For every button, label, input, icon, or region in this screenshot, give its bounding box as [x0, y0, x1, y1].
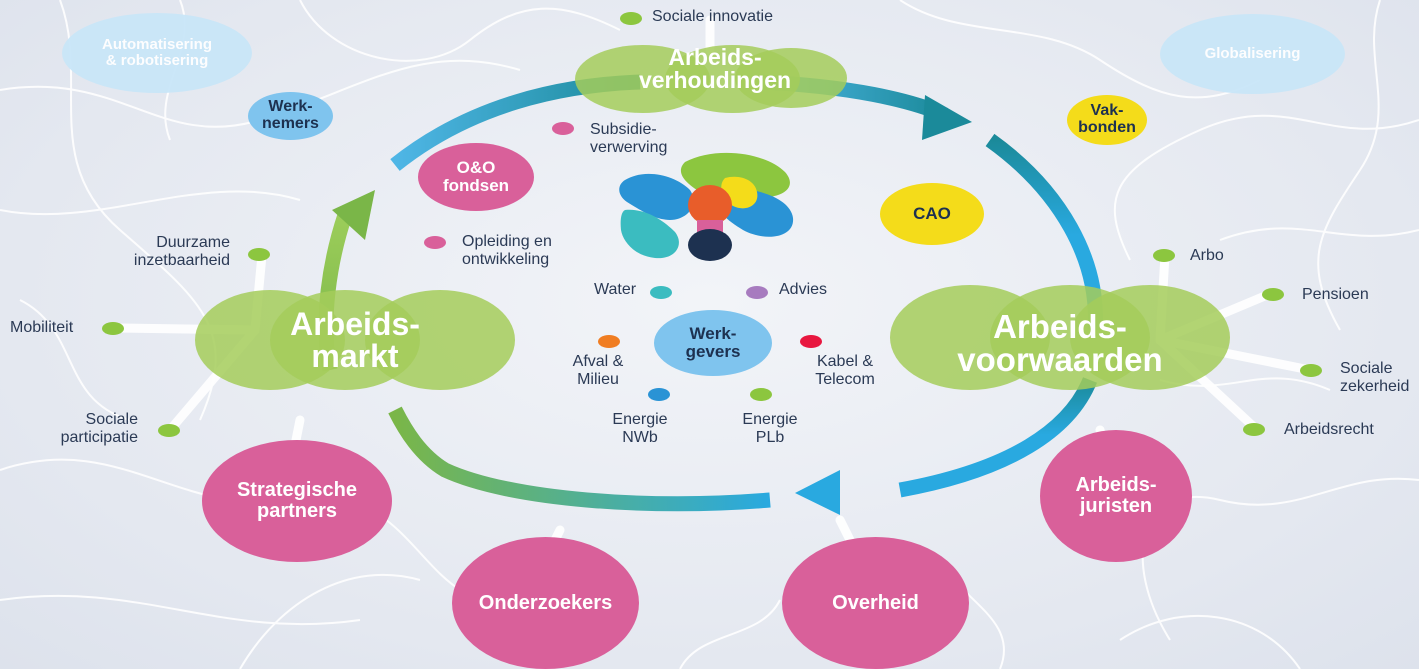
actor-strategische-partners[interactable]: Strategische partners — [202, 440, 392, 562]
dot-water — [650, 286, 672, 299]
dot-sociale-innovatie — [620, 12, 642, 25]
label-duurzame[interactable]: Duurzame inzetbaarheid — [133, 234, 230, 270]
hub-arbeidsvoorwaarden[interactable]: Arbeids- voorwaarden — [957, 308, 1163, 378]
dot-subsidieverwerving — [552, 122, 574, 135]
sector-energie-nwb[interactable]: Energie NWb — [612, 411, 668, 447]
actor-werknemers[interactable]: Werk- nemers — [248, 92, 333, 140]
sector-energie-plb[interactable]: Energie PLb — [742, 411, 798, 447]
dot-sociale-participatie — [158, 424, 180, 437]
actor-onderzoekers[interactable]: Onderzoekers — [452, 537, 639, 669]
hub-arbeidsverhoudingen[interactable]: Arbeids- verhoudingen — [638, 44, 792, 93]
dot-energie-nwb — [648, 388, 670, 401]
dot-duurzame — [248, 248, 270, 261]
hub-arbeidsmarkt[interactable]: Arbeids- markt — [290, 306, 420, 374]
topic-globalisering[interactable]: Globalisering — [1160, 14, 1345, 94]
topic-automatisering[interactable]: Automatisering & robotisering — [62, 13, 252, 93]
dot-sociale-zekerheid — [1300, 364, 1322, 377]
actor-cao[interactable]: CAO — [880, 183, 984, 245]
label-opleiding[interactable]: Opleiding en ontwikkeling — [462, 233, 552, 269]
dot-arbeidsrecht — [1243, 423, 1265, 436]
label-pensioen[interactable]: Pensioen — [1302, 286, 1369, 303]
label-mobiliteit[interactable]: Mobiliteit — [10, 319, 74, 336]
hub-verhoudingen-blob-outer — [735, 48, 847, 108]
label-subsidieverwerving[interactable]: Subsidie- verwerving — [590, 121, 668, 157]
actor-oo-fondsen[interactable]: O&O fondsen — [418, 143, 534, 211]
sector-water[interactable]: Water — [594, 281, 637, 298]
dot-energie-plb — [750, 388, 772, 401]
logo-icon — [619, 152, 794, 261]
hub-voorwaarden-blob-right — [1070, 285, 1230, 390]
label-sociale-zekerheid[interactable]: Sociale zekerheid — [1340, 360, 1410, 396]
actor-vakbonden[interactable]: Vak- bonden — [1067, 95, 1147, 145]
dot-advies — [746, 286, 768, 299]
dot-arbo — [1153, 249, 1175, 262]
hub-markt-blob-right — [365, 290, 515, 390]
sector-kabel[interactable]: Kabel & Telecom — [815, 353, 875, 389]
dot-opleiding — [424, 236, 446, 249]
actor-overheid[interactable]: Overheid — [782, 537, 969, 669]
actor-arbeidsjuristen[interactable]: Arbeids- juristen — [1040, 430, 1192, 562]
dot-afval — [598, 335, 620, 348]
actor-werkgevers[interactable]: Werk- gevers — [654, 310, 772, 376]
label-arbeidsrecht[interactable]: Arbeidsrecht — [1284, 421, 1374, 438]
label-arbo[interactable]: Arbo — [1190, 247, 1224, 264]
dot-pensioen — [1262, 288, 1284, 301]
sector-afval[interactable]: Afval & Milieu — [572, 353, 624, 389]
dot-kabel — [800, 335, 822, 348]
sector-advies[interactable]: Advies — [779, 281, 828, 298]
label-sociale-participatie[interactable]: Sociale participatie — [60, 411, 138, 447]
label-sociale-innovatie[interactable]: Sociale innovatie — [652, 8, 773, 25]
dot-mobiliteit — [102, 322, 124, 335]
